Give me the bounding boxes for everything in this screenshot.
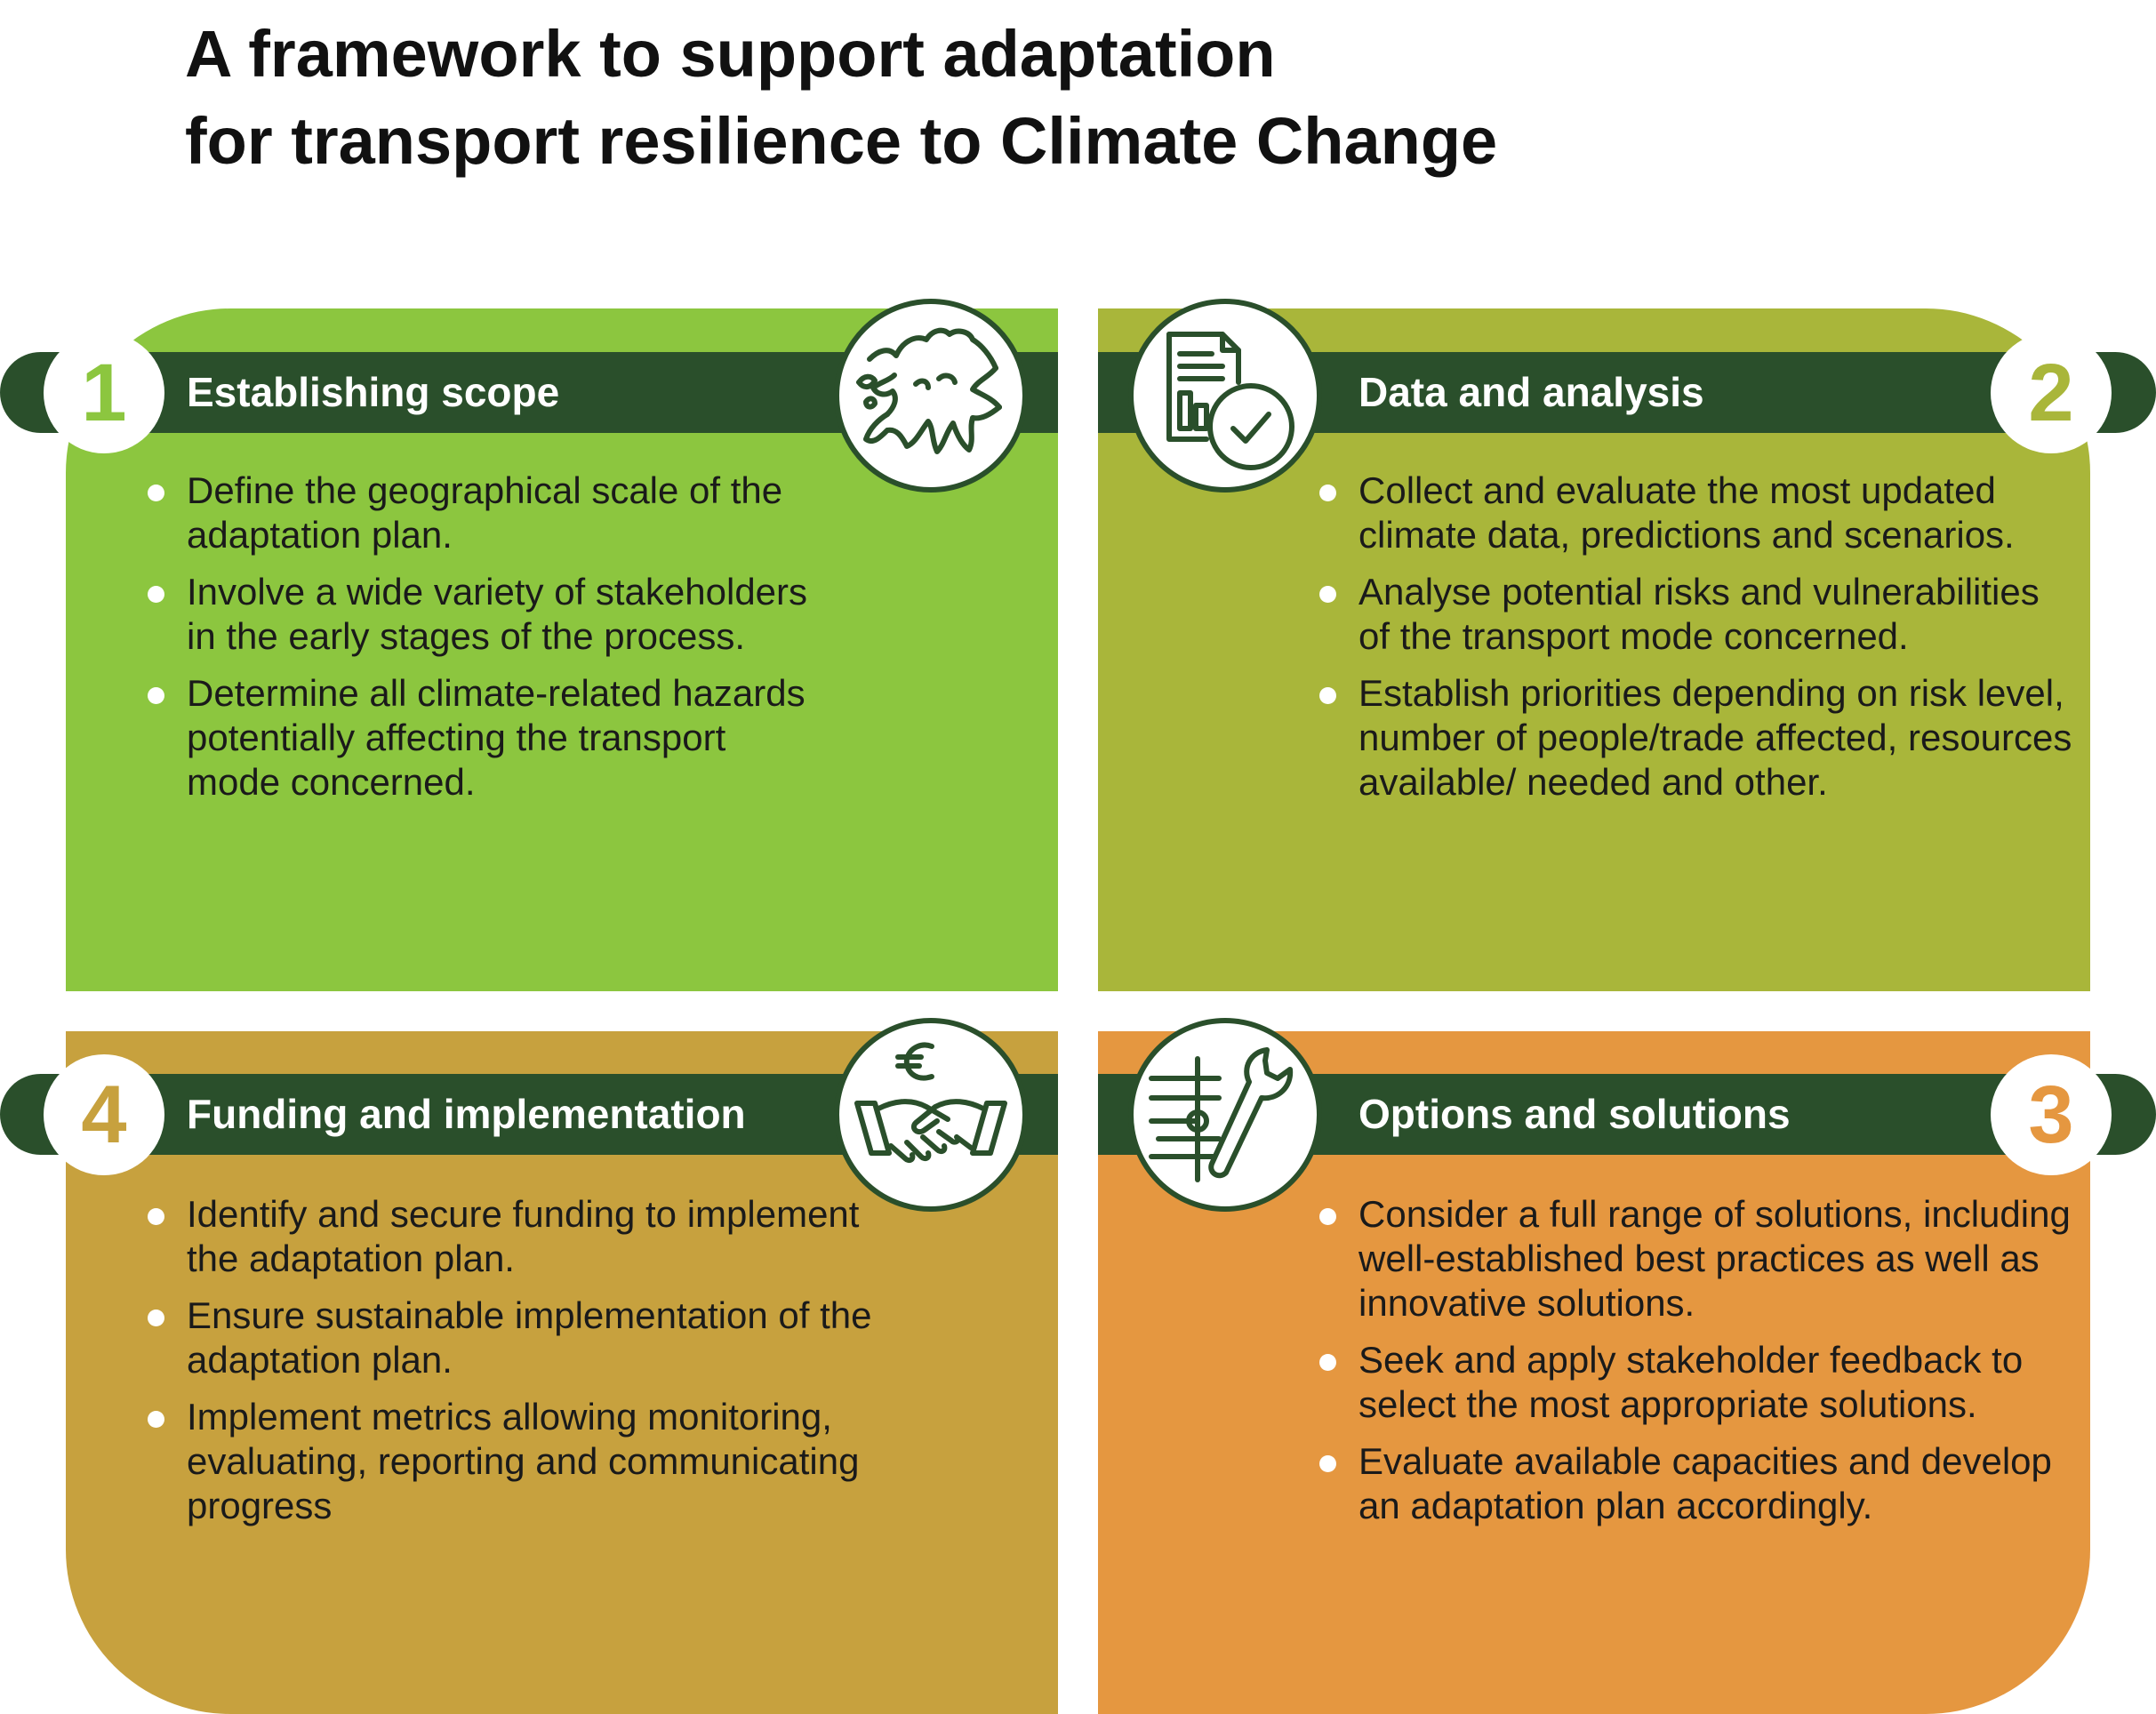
points-options-and-solutions: Consider a full range of solutions, incl… <box>1319 1192 2075 1541</box>
icon-badge-4 <box>834 1018 1028 1212</box>
step-number-4: 4 <box>44 1054 164 1175</box>
list-item: Seek and apply stakeholder feedback to s… <box>1319 1338 2075 1427</box>
document-chart-clock-icon <box>1166 332 1294 470</box>
list-item: Implement metrics allowing monitoring, e… <box>148 1395 912 1528</box>
list-item: Identify and secure funding to implement… <box>148 1192 912 1281</box>
heading-data-and-analysis: Data and analysis <box>1359 369 1704 415</box>
list-item: Consider a full range of solutions, incl… <box>1319 1192 2075 1326</box>
heading-establishing-scope: Establishing scope <box>187 369 560 415</box>
points-data-and-analysis: Collect and evaluate the most updated cl… <box>1319 469 2075 817</box>
list-item: Involve a wide variety of stakeholders i… <box>148 570 823 659</box>
page-title: A framework to support adaptation for tr… <box>185 11 1497 185</box>
wrench-sliders-icon <box>1149 1047 1294 1182</box>
step-number-1: 1 <box>44 332 164 453</box>
list-item: Establish priorities depending on risk l… <box>1319 671 2075 805</box>
step-number-2: 2 <box>1991 332 2112 453</box>
europe-map-globe-icon <box>856 327 1002 454</box>
points-funding-and-implementation: Identify and secure funding to implement… <box>148 1192 912 1541</box>
icon-badge-1 <box>834 299 1028 493</box>
title-line-1: A framework to support adaptation <box>185 17 1276 91</box>
step-number-3: 3 <box>1991 1054 2112 1175</box>
list-item: Collect and evaluate the most updated cl… <box>1319 469 2075 557</box>
list-item: Ensure sustainable implementation of the… <box>148 1294 912 1382</box>
heading-funding-and-implementation: Funding and implementation <box>187 1091 746 1137</box>
points-establishing-scope: Define the geographical scale of the ada… <box>148 469 823 817</box>
list-item: Evaluate available capacities and develo… <box>1319 1439 2075 1528</box>
list-item: Determine all climate-related hazards po… <box>148 671 823 805</box>
list-item: Define the geographical scale of the ada… <box>148 469 823 557</box>
euro-handshake-icon <box>854 1042 1007 1164</box>
list-item: Analyse potential risks and vulnerabilit… <box>1319 570 2075 659</box>
heading-options-and-solutions: Options and solutions <box>1359 1091 1791 1137</box>
icon-badge-3 <box>1128 1018 1322 1212</box>
title-line-2: for transport resilience to Climate Chan… <box>185 104 1498 178</box>
icon-badge-2 <box>1128 299 1322 493</box>
